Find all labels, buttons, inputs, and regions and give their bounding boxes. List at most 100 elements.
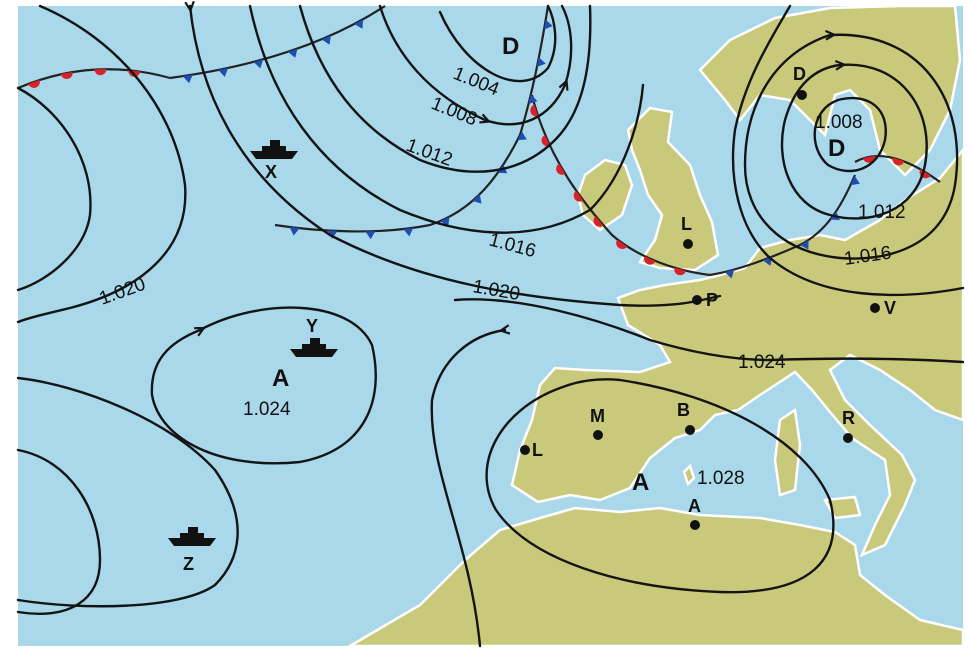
cold-front-triangle-icon bbox=[472, 194, 482, 204]
city-dot-icon bbox=[843, 433, 853, 443]
land-great-britain bbox=[626, 106, 720, 272]
low-center-atlantic: D bbox=[502, 33, 519, 60]
city-label-rome: R bbox=[842, 408, 855, 428]
isobar-north-1016 bbox=[743, 35, 959, 260]
warm-front-semicircle-icon bbox=[541, 134, 551, 147]
city-label-barcelona: B bbox=[677, 400, 690, 420]
high-value-atlantic: 1.024 bbox=[243, 399, 291, 420]
ship-icon bbox=[290, 338, 338, 357]
city-label-madrid: M bbox=[590, 406, 605, 426]
ship-label-x: X bbox=[265, 162, 277, 182]
warm-front-semicircle-icon bbox=[556, 163, 566, 175]
isobar-southwest-1 bbox=[16, 376, 239, 608]
isobar-north-outer bbox=[731, 4, 965, 297]
isobar-north-1012 bbox=[780, 65, 928, 220]
city-label-paris: P bbox=[706, 290, 718, 310]
city-dot-icon bbox=[520, 445, 530, 455]
isobar-label-1012-north: 1.012 bbox=[858, 202, 906, 223]
isobar-north-1008 bbox=[813, 97, 887, 173]
city-barcelona: B bbox=[677, 400, 695, 435]
cold-front-triangle-icon bbox=[289, 227, 300, 236]
warm-front-semicircle-icon bbox=[60, 71, 73, 79]
ship-label-z: Z bbox=[183, 554, 194, 574]
isobar-label-1008-north: 1.008 bbox=[815, 112, 863, 133]
city-dot-icon bbox=[685, 425, 695, 435]
isobar-iberia-high bbox=[485, 378, 835, 594]
high-center-atlantic: A bbox=[272, 365, 289, 392]
city-dot-icon bbox=[683, 239, 693, 249]
cold-front-triangle-icon bbox=[544, 19, 553, 30]
land-north-africa bbox=[345, 506, 965, 648]
isobar-iberia-outer bbox=[430, 330, 505, 648]
cold-front-east bbox=[709, 174, 857, 277]
city-label-algiers: A bbox=[688, 496, 701, 516]
cold-front-triangle-icon bbox=[321, 35, 331, 45]
isobar-1016 bbox=[248, 4, 645, 234]
isobar-high-atlantic bbox=[150, 306, 377, 465]
city-label-vienna: V bbox=[884, 298, 896, 318]
cold-front-triangle-icon bbox=[536, 57, 546, 68]
city-label-london: L bbox=[681, 214, 692, 234]
isobar-1012 bbox=[298, 4, 592, 173]
warm-front-semicircle-icon bbox=[644, 256, 656, 265]
city-lisbon: L bbox=[520, 440, 543, 460]
isobar-label-1024: 1.024 bbox=[738, 352, 786, 373]
isobar-1004 bbox=[438, 4, 557, 83]
cities: D L P V M B L R bbox=[520, 64, 896, 530]
city-dot-icon bbox=[692, 295, 702, 305]
warm-front-semicircle-icon bbox=[94, 69, 107, 76]
city-dot-icon bbox=[690, 520, 700, 530]
front-symbols bbox=[28, 19, 931, 279]
city-label-north: D bbox=[793, 64, 806, 84]
city-north: D bbox=[793, 64, 807, 100]
isobar-southwest-2 bbox=[16, 448, 102, 615]
cold-front-triangle-icon bbox=[403, 227, 414, 237]
cold-front-triangle-icon bbox=[182, 74, 193, 84]
high-value-iberia: 1.028 bbox=[697, 468, 745, 489]
city-algiers: A bbox=[688, 496, 701, 530]
cold-front-triangle-icon bbox=[365, 231, 376, 240]
warm-front-semicircle-icon bbox=[28, 79, 40, 88]
warm-front-semicircle-icon bbox=[863, 155, 875, 163]
warm-front-semicircle-icon bbox=[674, 267, 687, 276]
warm-front-semicircle-icon bbox=[573, 190, 584, 202]
land-masses bbox=[345, 4, 965, 648]
cold-front-triangle-icon bbox=[724, 269, 735, 279]
ships: X Y Z bbox=[168, 140, 338, 574]
high-center-iberia: A bbox=[632, 469, 649, 496]
low-center-north: D bbox=[828, 135, 845, 162]
city-vienna: V bbox=[870, 298, 896, 318]
land-balearics bbox=[682, 463, 696, 487]
ship-z: Z bbox=[168, 527, 216, 574]
warm-front-semicircle-icon bbox=[892, 157, 905, 166]
ship-y: Y bbox=[290, 316, 338, 357]
ship-icon bbox=[250, 140, 298, 159]
city-london: L bbox=[681, 214, 693, 249]
city-label-lisbon: L bbox=[532, 440, 543, 460]
cold-front-triangle-icon bbox=[440, 216, 450, 227]
cold-front-triangle-icon bbox=[800, 240, 809, 250]
cold-front-triangle-icon bbox=[327, 230, 338, 239]
isobar-far-west bbox=[16, 86, 92, 292]
warm-front-semicircle-icon bbox=[593, 216, 604, 227]
isobar-1020-center bbox=[190, 6, 722, 307]
cold-front-triangle-icon bbox=[218, 67, 229, 77]
warm-front-semicircle-icon bbox=[616, 239, 628, 249]
city-paris: P bbox=[692, 290, 718, 310]
city-dot-icon bbox=[797, 90, 807, 100]
isobars bbox=[16, 4, 965, 648]
cold-front-triangle-icon bbox=[354, 19, 364, 29]
city-rome: R bbox=[842, 408, 855, 443]
cold-front-triangle-icon bbox=[517, 131, 527, 141]
city-dot-icon bbox=[870, 303, 880, 313]
city-madrid: M bbox=[590, 406, 605, 440]
land-corsica-sardinia bbox=[773, 407, 802, 497]
cold-front-main bbox=[274, 5, 550, 233]
ship-icon bbox=[168, 527, 216, 546]
pressure-centers: D D A 1.024 A 1.028 bbox=[243, 33, 845, 496]
land-europe bbox=[510, 146, 965, 558]
isobar-1020-west bbox=[16, 4, 187, 324]
isobar-1008 bbox=[378, 4, 573, 126]
